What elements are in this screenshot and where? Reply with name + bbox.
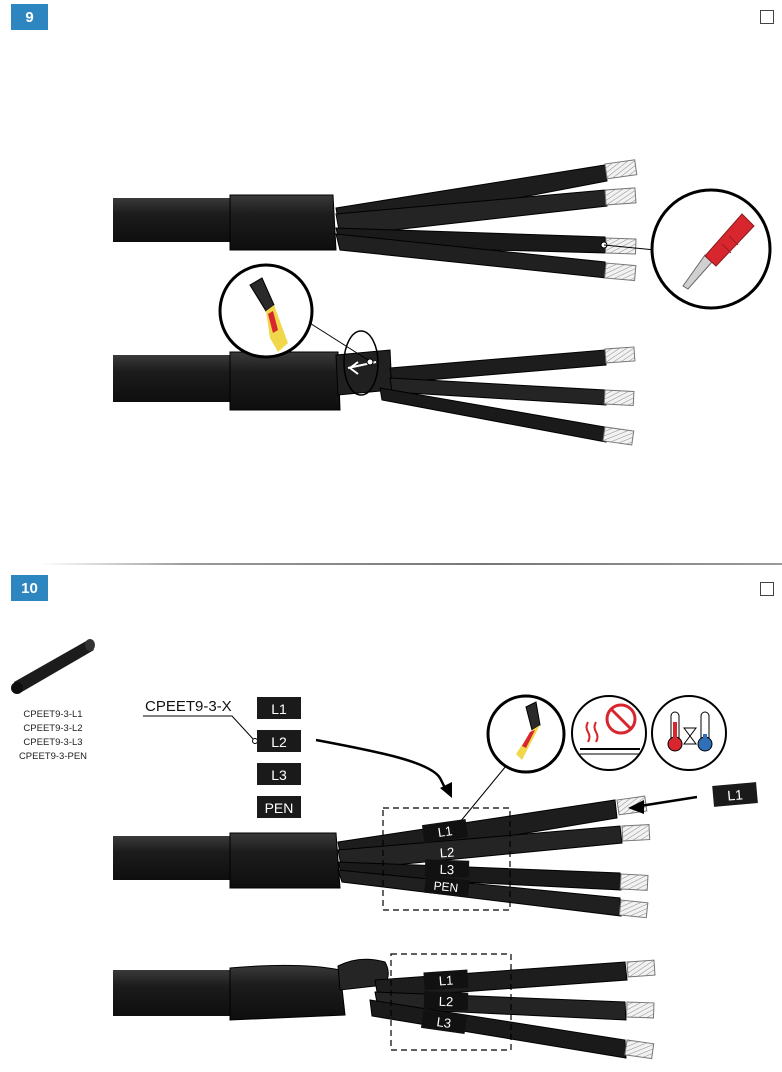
step-10-checkbox[interactable] [760,582,774,596]
cable-assembly-lower: L1 L2 L3 [113,953,656,1060]
step-9-number: 9 [25,8,34,26]
sleeve-label: L2 [439,845,454,861]
section-divider [40,563,782,565]
sleeve-label: L2 [438,994,453,1009]
sleeve-label: L3 [436,1014,452,1031]
part-number: CPEET9-3-L2 [23,723,83,734]
product-code-label: CPEET9-3-X [145,698,232,715]
step-10-illustration: CPEET9-3-X L1 L2 L3 PEN [11,639,758,1060]
sleeve-label: PEN [433,879,459,896]
marker-label-column: L1 L2 L3 PEN [257,697,301,818]
marker-label: L3 [271,767,287,783]
gas-torch-icon [218,263,314,359]
knife-icon [650,188,772,310]
marking-zone-box [390,953,512,1051]
marker-label: L1 [271,701,287,717]
cable-assembly-upper [113,159,656,282]
no-heat-surface-icon [571,695,647,771]
step-9-checkbox[interactable] [760,10,774,24]
part-number: CPEET9-3-L3 [23,737,83,748]
sleeve-label: L1 [438,973,453,989]
thermometer-hourglass-icon [651,695,727,771]
marker-arrow: L1 [628,782,758,814]
gas-torch-icon [455,694,566,828]
step-10-badge: 10 [11,575,48,601]
marker-sleeve-product-icon [11,639,95,694]
marker-label: PEN [265,800,294,816]
cable-assembly-upper: L1 L2 L3 PEN [113,795,651,919]
sleeve-label: L3 [439,862,454,877]
step-10-number: 10 [21,579,38,597]
step-9-badge: 9 [11,4,48,30]
marker-label: L2 [271,734,287,750]
sleeve-label: L1 [437,823,453,840]
part-number: CPEET9-3-PEN [18,751,88,762]
step-9-illustration [113,159,772,446]
cable-assembly-lower [113,319,636,446]
part-number: CPEET9-3-L1 [23,709,83,720]
part-number-list: CPEET9-3-L1 CPEET9-3-L2 CPEET9-3-L3 CPEE… [10,708,96,764]
marker-label: L1 [727,786,744,803]
marking-zone-box [382,807,511,911]
